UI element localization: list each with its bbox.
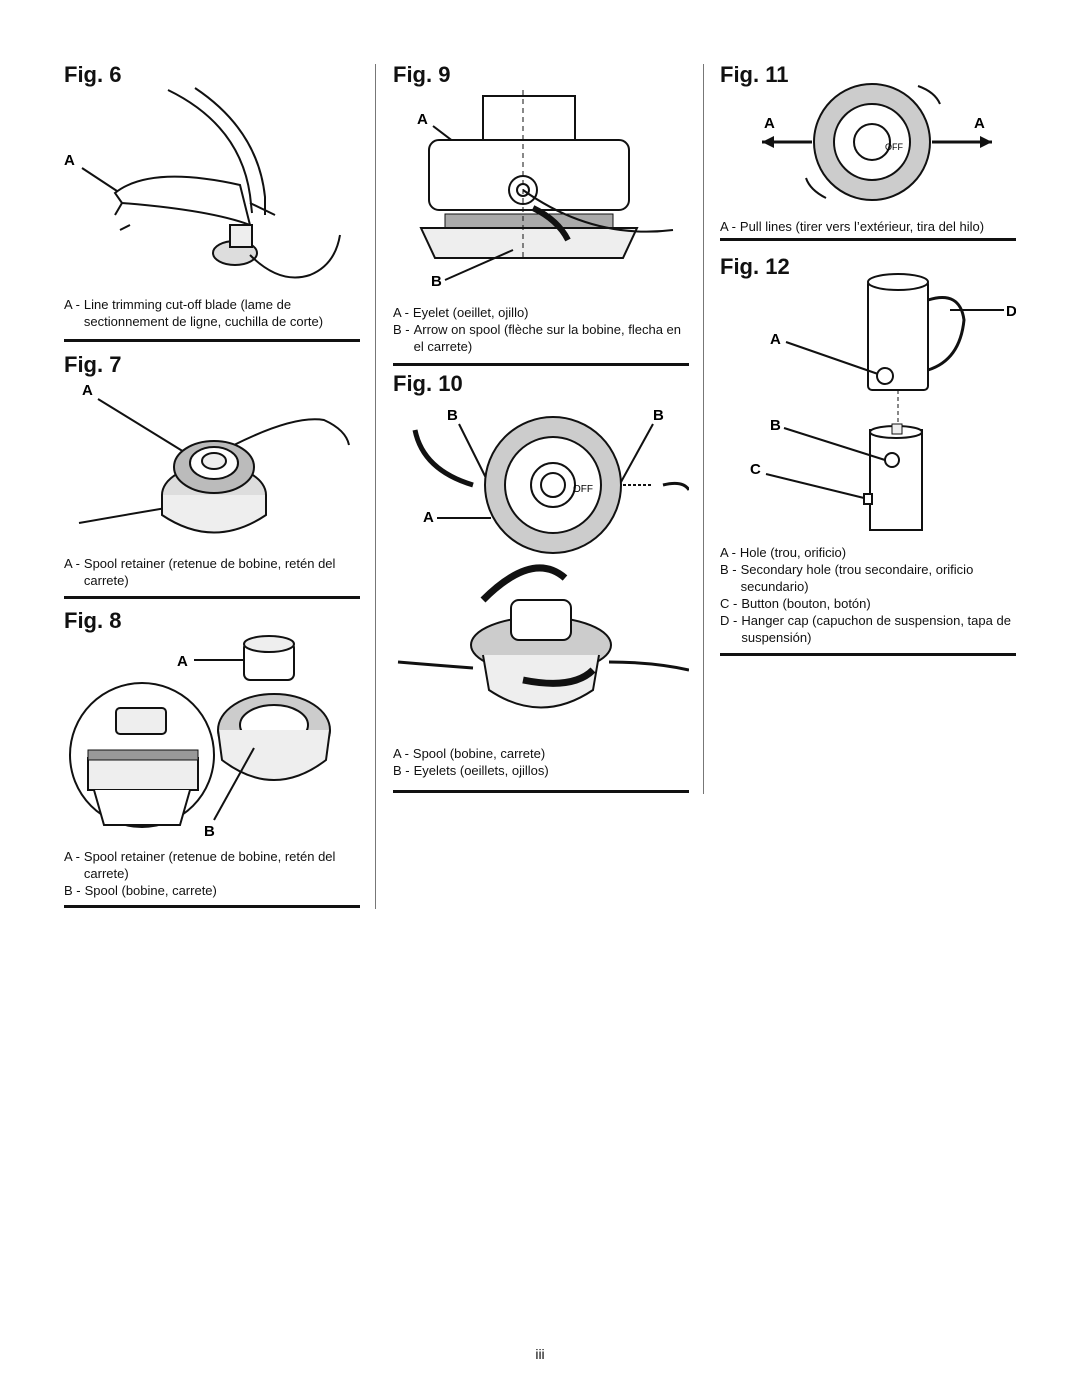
legend-item: B -Secondary hole (trou secondaire, orif… — [720, 561, 1016, 595]
legend-item: A -Eyelet (oeillet, ojillo) — [393, 304, 689, 321]
page-number: iii — [535, 1346, 545, 1362]
fig6-label-a: A — [64, 152, 75, 169]
fig11-label-a-right: A — [974, 115, 985, 132]
legend-text: Hanger cap (capuchon de suspension, tapa… — [741, 613, 1011, 645]
legend-item: A -Pull lines (tirer vers l’extérieur, t… — [720, 218, 1016, 235]
fig6-title: Fig. 6 — [64, 62, 122, 87]
legend-key: B - — [64, 883, 81, 898]
legend-item: A -Spool (bobine, carrete) — [393, 745, 689, 762]
legend-key: B - — [720, 562, 737, 577]
fig9-title: Fig. 9 — [393, 62, 451, 87]
fig9-divider — [393, 363, 689, 366]
fig10-label-b-left: B — [447, 407, 458, 424]
fig11-divider — [720, 238, 1016, 241]
legend-text: Arrow on spool (flèche sur la bobine, fl… — [413, 322, 682, 354]
legend-text: Line trimming cut-off blade (lame de sec… — [83, 297, 324, 329]
fig12-label-c: C — [750, 461, 761, 478]
legend-text: Secondary hole (trou secondaire, orifici… — [740, 562, 974, 594]
legend-text: Eyelet (oeillet, ojillo) — [412, 305, 529, 320]
fig9-label-a: A — [417, 111, 428, 128]
legend-text: Pull lines (tirer vers l’extérieur, tira… — [739, 219, 985, 234]
fig9-label-b: B — [431, 273, 442, 290]
fig10-divider — [393, 790, 689, 793]
legend-item: D -Hanger cap (capuchon de suspension, t… — [720, 612, 1016, 646]
fig8-label-b: B — [204, 823, 215, 840]
fig6-legend: A -Line trimming cut-off blade (lame de … — [64, 296, 360, 330]
legend-text: Hole (trou, orificio) — [739, 545, 847, 560]
fig12-legend: A -Hole (trou, orificio) B -Secondary ho… — [720, 544, 1016, 646]
column-divider — [703, 64, 704, 794]
legend-text: Button (bouton, botón) — [741, 596, 871, 611]
fig7-label-a: A — [82, 382, 93, 399]
fig11-illustration: A A OFF — [762, 83, 992, 201]
legend-text: Spool retainer (retenue de bobine, retén… — [83, 849, 336, 881]
legend-item: B -Spool (bobine, carrete) — [64, 882, 360, 899]
fig7-illustration: A — [78, 382, 350, 534]
fig8-label-a: A — [177, 653, 188, 670]
fig11-title: Fig. 11 — [720, 62, 789, 87]
fig8-legend: A -Spool retainer (retenue de bobine, re… — [64, 848, 360, 899]
column-divider — [375, 64, 376, 909]
fig12-divider — [720, 653, 1016, 656]
legend-item: A -Spool retainer (retenue de bobine, re… — [64, 848, 360, 882]
legend-key: C - — [720, 596, 738, 611]
fig6-illustration: A — [64, 87, 341, 279]
legend-key: B - — [393, 322, 410, 337]
legend-item: A -Spool retainer (retenue de bobine, re… — [64, 555, 360, 589]
fig9-illustration: A B — [417, 90, 674, 290]
fig11-legend: A -Pull lines (tirer vers l’extérieur, t… — [720, 218, 1016, 235]
fig12-label-a: A — [770, 331, 781, 348]
fig10-label-b-right: B — [653, 407, 664, 424]
legend-item: A -Hole (trou, orificio) — [720, 544, 1016, 561]
legend-item: A -Line trimming cut-off blade (lame de … — [64, 296, 360, 330]
fig10-illustration: B B OFF A — [397, 407, 689, 709]
legend-text: Eyelets (oeillets, ojillos) — [413, 763, 549, 778]
legend-key: D - — [720, 613, 738, 628]
fig8-title: Fig. 8 — [64, 608, 122, 633]
fig11-off-text: OFF — [885, 142, 903, 152]
legend-item: B -Arrow on spool (flèche sur la bobine,… — [393, 321, 689, 355]
legend-key: A - — [393, 305, 409, 320]
legend-key: A - — [720, 545, 736, 560]
fig6-divider — [64, 339, 360, 342]
fig12-label-d: D — [1006, 303, 1016, 320]
legend-item: B -Eyelets (oeillets, ojillos) — [393, 762, 689, 779]
legend-key: A - — [64, 849, 80, 864]
fig8-illustration: A B — [69, 635, 331, 840]
fig10-title: Fig. 10 — [393, 371, 463, 396]
legend-key: A - — [393, 746, 409, 761]
fig8-divider — [64, 905, 360, 908]
fig7-legend: A -Spool retainer (retenue de bobine, re… — [64, 555, 360, 589]
legend-key: A - — [64, 556, 80, 571]
fig7-title: Fig. 7 — [64, 352, 122, 377]
legend-text: Spool (bobine, carrete) — [412, 746, 546, 761]
fig9-legend: A -Eyelet (oeillet, ojillo) B -Arrow on … — [393, 304, 689, 355]
fig7-divider — [64, 596, 360, 599]
legend-text: Spool (bobine, carrete) — [84, 883, 217, 898]
fig12-illustration: D A B C — [750, 273, 1016, 531]
legend-key: A - — [64, 297, 80, 312]
fig10-off-text: OFF — [573, 484, 593, 495]
legend-key: B - — [393, 763, 410, 778]
fig12-title: Fig. 12 — [720, 254, 790, 279]
legend-key: A - — [720, 219, 736, 234]
fig11-label-a-left: A — [764, 115, 775, 132]
legend-text: Spool retainer (retenue de bobine, retén… — [83, 556, 336, 588]
fig10-label-a: A — [423, 509, 434, 526]
fig12-label-b: B — [770, 417, 781, 434]
legend-item: C -Button (bouton, botón) — [720, 595, 1016, 612]
fig10-legend: A -Spool (bobine, carrete) B -Eyelets (o… — [393, 745, 689, 779]
